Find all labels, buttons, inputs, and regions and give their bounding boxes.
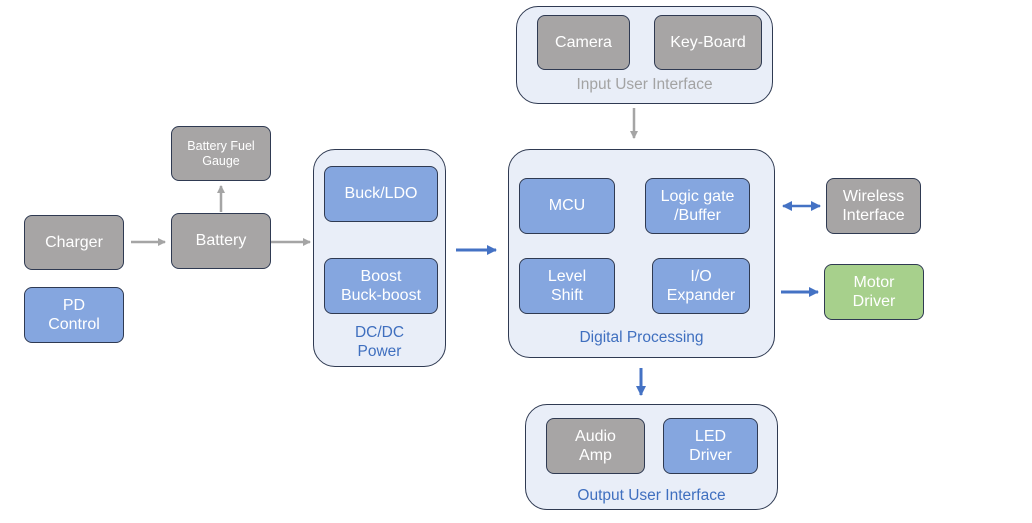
io-expander-block: I/O Expander bbox=[652, 258, 750, 314]
pd-control-block: PD Control bbox=[24, 287, 124, 343]
motor-driver-block: Motor Driver bbox=[824, 264, 924, 320]
logic-gate-buffer-block: Logic gate /Buffer bbox=[645, 178, 750, 234]
boost-buck-boost-block: Boost Buck-boost bbox=[324, 258, 438, 314]
charger-block: Charger bbox=[24, 215, 124, 270]
audio-amp-block: Audio Amp bbox=[546, 418, 645, 474]
input-user-interface-caption: Input User Interface bbox=[576, 76, 713, 93]
dcdc-power-caption: DC/DC Power bbox=[354, 324, 405, 360]
camera-block: Camera bbox=[537, 15, 630, 70]
output-user-interface-caption: Output User Interface bbox=[577, 487, 726, 504]
battery-block: Battery bbox=[171, 213, 271, 269]
led-driver-block: LED Driver bbox=[663, 418, 758, 474]
level-shift-block: Level Shift bbox=[519, 258, 615, 314]
buck-ldo-block: Buck/LDO bbox=[324, 166, 438, 222]
wireless-interface-block: Wireless Interface bbox=[826, 178, 921, 234]
keyboard-block: Key-Board bbox=[654, 15, 762, 70]
battery-fuel-gauge-block: Battery Fuel Gauge bbox=[171, 126, 271, 181]
mcu-block: MCU bbox=[519, 178, 615, 234]
digital-processing-caption: Digital Processing bbox=[579, 329, 704, 346]
